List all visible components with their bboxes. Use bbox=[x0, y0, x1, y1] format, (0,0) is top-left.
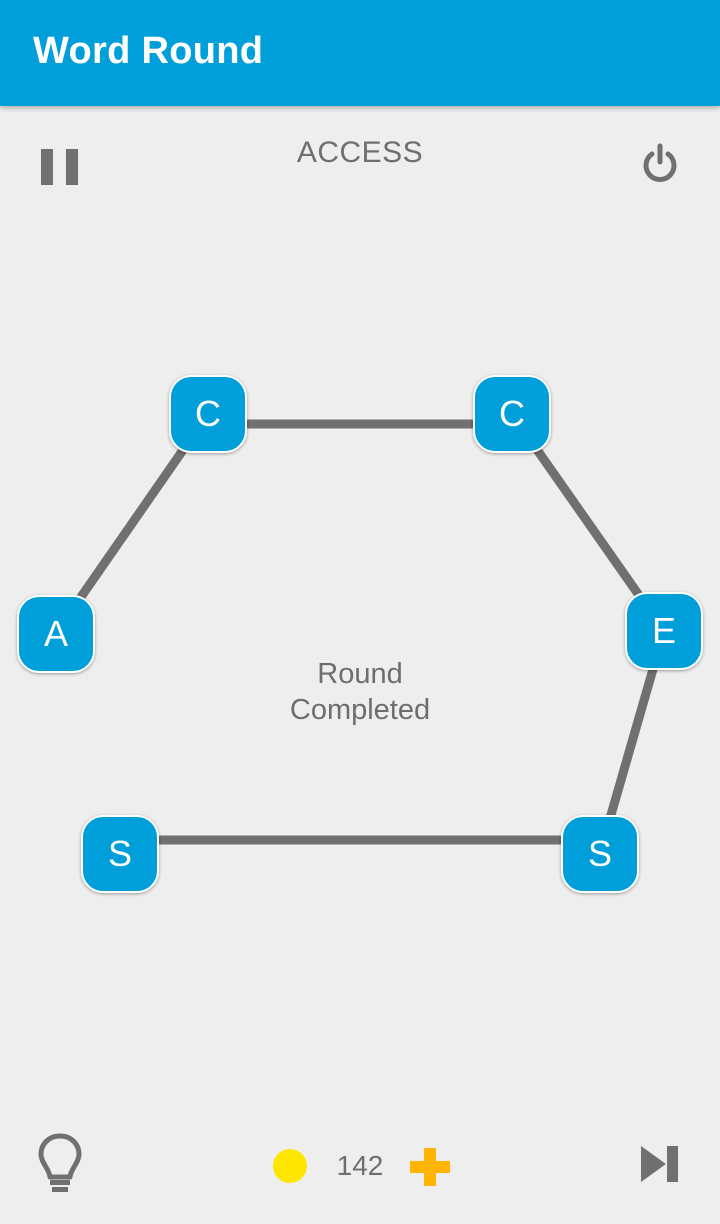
hint-button[interactable] bbox=[38, 1133, 82, 1195]
status-line-2: Completed bbox=[289, 694, 431, 726]
skip-icon bbox=[641, 1146, 678, 1182]
coin-count: 142 bbox=[336, 1150, 384, 1181]
status-line-1: Round bbox=[317, 658, 403, 690]
target-word: ACCESS bbox=[296, 136, 424, 169]
letter-tile[interactable]: A bbox=[17, 595, 95, 673]
letter-tile[interactable]: C bbox=[169, 375, 247, 453]
skip-button[interactable] bbox=[640, 1145, 680, 1183]
power-button[interactable] bbox=[638, 142, 682, 186]
letter-tile[interactable]: S bbox=[561, 815, 639, 893]
power-icon bbox=[643, 143, 677, 182]
letter-tile[interactable]: C bbox=[473, 375, 551, 453]
letter-tile[interactable]: E bbox=[625, 592, 703, 670]
app-bar: Word Round bbox=[0, 0, 720, 106]
plus-icon bbox=[410, 1148, 450, 1186]
pause-icon bbox=[41, 149, 78, 185]
lightbulb-icon bbox=[38, 1133, 82, 1192]
add-coins-button[interactable] bbox=[410, 1148, 450, 1186]
pause-button[interactable] bbox=[40, 148, 80, 186]
letter-tile[interactable]: S bbox=[81, 815, 159, 893]
round-status: Round Completed bbox=[0, 656, 720, 728]
coin-icon bbox=[273, 1149, 307, 1183]
app-title: Word Round bbox=[33, 30, 264, 72]
